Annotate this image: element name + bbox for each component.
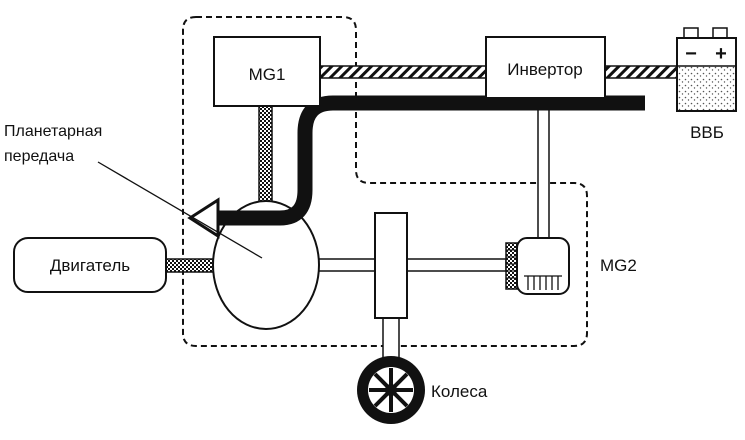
wheel-icon <box>357 356 425 424</box>
output-shaft <box>315 258 507 272</box>
mg2-motor <box>505 237 570 295</box>
mg1-box <box>213 36 321 107</box>
power-flow-arrow <box>215 95 645 226</box>
reduction-gear <box>374 212 408 319</box>
battery-plus-sign: + <box>715 43 727 65</box>
battery-label: ВВБ <box>690 123 724 142</box>
mg1-planetary-shaft <box>258 105 273 207</box>
planetary-leader-line <box>97 161 263 259</box>
engine-planetary-shaft <box>165 258 217 273</box>
wheel-drive-shaft <box>382 317 400 361</box>
mg1-inverter-cable <box>319 65 487 79</box>
planetary-label-line1: Планетарная <box>4 123 102 140</box>
inverter-mg2-cable <box>537 97 550 241</box>
battery <box>676 27 737 112</box>
battery-minus-sign: − <box>685 43 697 65</box>
transaxle-housing-outline <box>182 16 588 347</box>
engine-box <box>13 237 167 293</box>
inverter-battery-cable <box>604 65 678 79</box>
engine-label: Двигатель <box>50 256 130 275</box>
planetary-label-line2: передача <box>4 148 74 165</box>
mg1-label: MG1 <box>249 65 286 84</box>
mg2-label: MG2 <box>600 256 637 275</box>
power-flow-arrowhead <box>187 197 220 239</box>
inverter-label: Инвертор <box>507 60 583 79</box>
inverter-box <box>485 36 606 99</box>
planetary-gear <box>212 200 320 330</box>
wheels-label: Колеса <box>431 382 488 401</box>
